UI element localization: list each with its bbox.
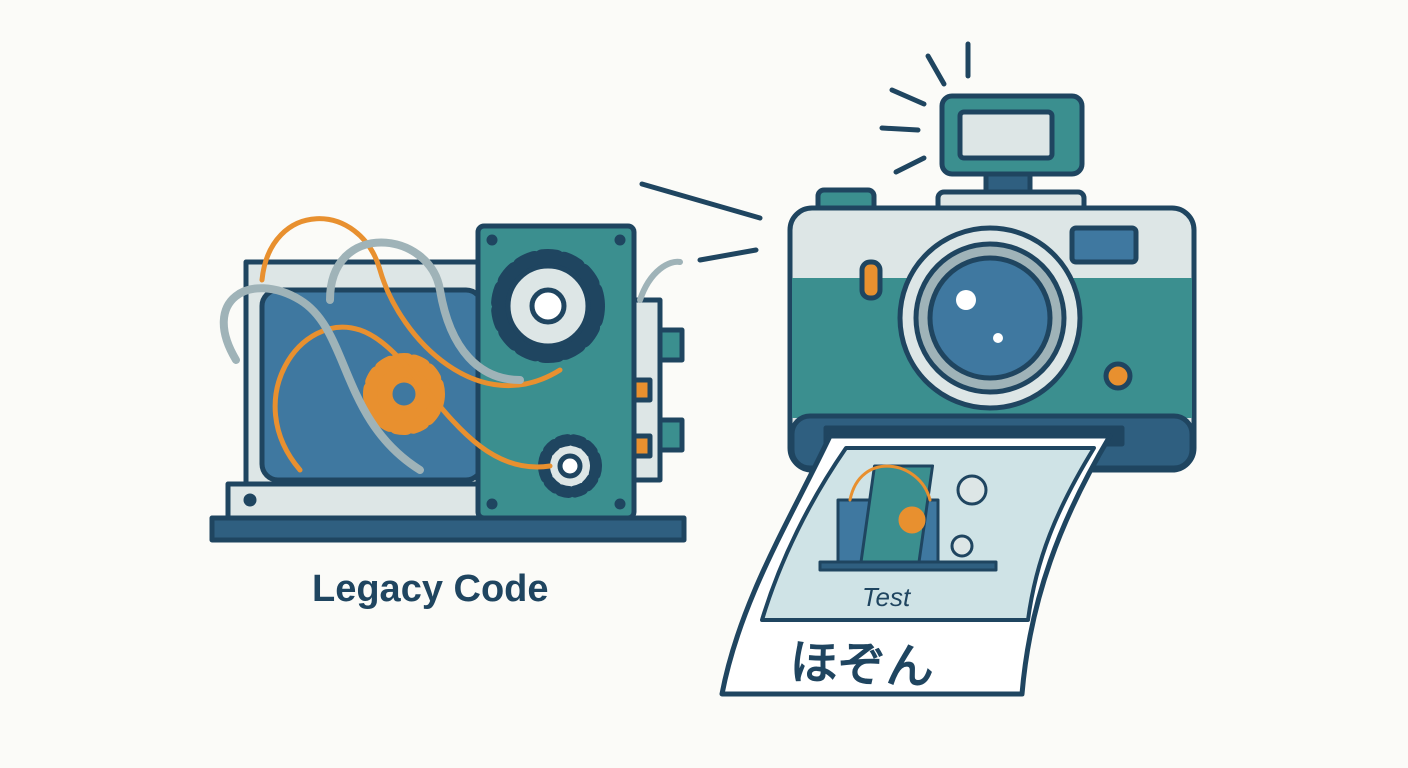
wires — [219, 216, 683, 474]
save-label: ほぞん — [788, 636, 935, 695]
legacy-machine — [209, 216, 687, 543]
flash-lines — [639, 41, 971, 263]
camera — [787, 93, 1197, 473]
photo-caption: Test — [862, 582, 911, 612]
legacy-code-label: Legacy Code — [312, 568, 549, 610]
photo-thumbnail — [818, 464, 998, 572]
gear-icon — [491, 249, 605, 363]
photo-print — [719, 433, 1113, 697]
